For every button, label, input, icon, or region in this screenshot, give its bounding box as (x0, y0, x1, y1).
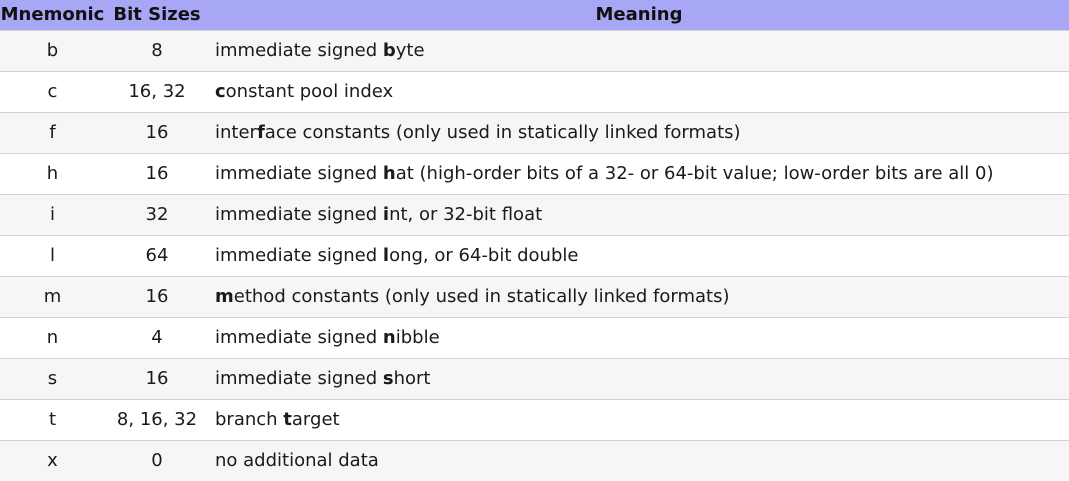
meaning-cell: immediate signed short (209, 358, 1069, 399)
mnemonic-cell: s (47, 368, 58, 389)
meaning-text: yte (395, 40, 425, 61)
mnemonic-cell: f (49, 122, 56, 143)
table-row: x 0 no additional data (0, 440, 1069, 481)
meaning-cell: constant pool index (209, 71, 1069, 112)
meaning-text: immediate signed (215, 245, 383, 266)
header-bit-sizes: Bit Sizes (113, 4, 201, 26)
meaning-mnemonic-letter: b (382, 40, 396, 61)
meaning-mnemonic-letter: i (382, 204, 390, 225)
meaning-text: onstant pool index (225, 81, 394, 102)
header-mnemonic: Mnemonic (0, 4, 105, 26)
meaning-text: hort (393, 368, 431, 389)
bit-sizes-cell: 16 (145, 368, 169, 389)
meaning-mnemonic-letter: l (382, 245, 390, 266)
bit-sizes-cell: 4 (151, 327, 163, 348)
meaning-text: at (high-order bits of a 32- or 64-bit v… (395, 163, 994, 184)
mnemonic-cell: i (49, 204, 55, 225)
mnemonic-cell: x (47, 450, 58, 472)
meaning-cell: immediate signed int, or 32-bit float (209, 194, 1069, 235)
meaning-mnemonic-letter: n (382, 327, 396, 348)
meaning-text: nt, or 32-bit float (389, 204, 543, 225)
bit-sizes-cell: 64 (145, 245, 169, 266)
meaning-cell: immediate signed byte (209, 30, 1069, 71)
meaning-text: inter (215, 122, 257, 143)
meaning-text: branch (215, 409, 284, 430)
meaning-text: arget (291, 409, 340, 430)
meaning-text: ethod constants (only used in statically… (233, 286, 730, 307)
meaning-cell: method constants (only used in staticall… (209, 276, 1069, 317)
mnemonic-cell: h (46, 163, 59, 184)
meaning-text: immediate signed (215, 40, 383, 61)
meaning-text: ong, or 64-bit double (389, 245, 579, 266)
header-row: Mnemonic Bit Sizes Meaning (0, 0, 1069, 30)
meaning-cell: immediate signed hat (high-order bits of… (209, 153, 1069, 194)
meaning-text: immediate signed (215, 163, 383, 184)
meaning-mnemonic-letter: c (215, 81, 226, 102)
bit-sizes-cell: 16 (145, 163, 169, 184)
bit-sizes-cell: 8, 16, 32 (116, 409, 198, 430)
header-meaning: Meaning (595, 4, 683, 26)
meaning-mnemonic-letter: f (256, 122, 265, 143)
table-header: Mnemonic Bit Sizes Meaning (0, 0, 1069, 30)
meaning-cell: interface constants (only used in static… (209, 112, 1069, 153)
bit-sizes-cell: 32 (145, 204, 169, 225)
meaning-mnemonic-letter: s (382, 368, 394, 389)
meaning-cell: branch target (209, 399, 1069, 440)
bit-sizes-cell: 16 (145, 286, 169, 307)
bit-sizes-cell: 8 (151, 40, 163, 61)
bit-sizes-cell: 16 (145, 122, 169, 143)
meaning-cell: no additional data (209, 440, 1069, 481)
meaning-text: immediate signed (215, 368, 383, 389)
meaning-text: immediate signed (215, 204, 383, 225)
mnemonic-cell: n (46, 327, 59, 348)
mnemonic-cell: t (48, 409, 57, 430)
mnemonic-cell: l (49, 245, 55, 266)
mnemonic-cell: m (43, 286, 62, 307)
meaning-mnemonic-letter: m (215, 286, 234, 307)
bit-sizes-cell: 0 (151, 450, 163, 472)
meaning-text: ace constants (only used in statically l… (264, 122, 741, 143)
meaning-mnemonic-letter: t (283, 409, 292, 430)
meaning-text: immediate signed (215, 327, 383, 348)
meaning-cell: immediate signed nibble (209, 317, 1069, 358)
meaning-mnemonic-letter: h (382, 163, 396, 184)
mnemonic-cell: b (46, 40, 59, 61)
meaning-text: no additional data (215, 450, 379, 472)
mnemonic-cell: c (47, 81, 58, 102)
meaning-text: ibble (395, 327, 440, 348)
bit-sizes-cell: 16, 32 (128, 81, 186, 102)
meaning-cell: immediate signed long, or 64-bit double (209, 235, 1069, 276)
